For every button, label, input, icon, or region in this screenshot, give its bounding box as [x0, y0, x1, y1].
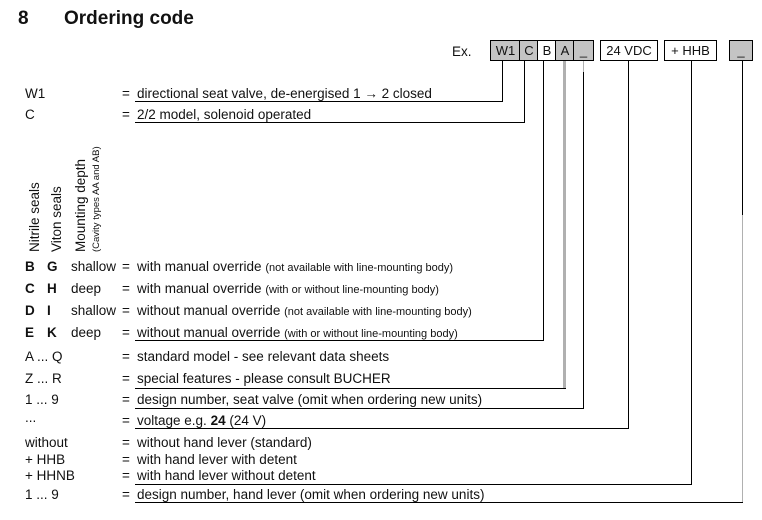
row-code-nitrile-c: C	[25, 281, 35, 296]
underline-row-w1	[135, 101, 503, 102]
connector-vline-hhb	[691, 61, 692, 484]
equals-sign: =	[122, 325, 130, 340]
connector-vline-blank1-stub	[583, 61, 584, 72]
code-box-voltage: 24 VDC	[600, 40, 658, 61]
connector-vline-blank2-top	[742, 61, 743, 215]
row-code-viton-k: K	[47, 325, 57, 340]
equals-sign: =	[122, 86, 130, 101]
code-box-b: B	[537, 40, 557, 61]
equals-sign: =	[122, 303, 130, 318]
row-desc-lever-detent: with hand lever with detent	[137, 452, 297, 467]
row-desc-standard-model: standard model - see relevant data sheet…	[137, 349, 390, 364]
underline-row-design-hand	[135, 502, 743, 503]
row-code-viton-h: H	[47, 281, 57, 296]
row-note: (not available with line-mounting body)	[284, 306, 472, 318]
column-header-mounting-depth: Mounting depth	[73, 158, 88, 252]
page-title: Ordering code	[64, 8, 194, 29]
row-code-nitrile-e: E	[25, 325, 35, 340]
equals-sign: =	[122, 392, 130, 407]
connector-vline-blank1	[583, 72, 584, 408]
row-code-without: without	[25, 435, 68, 450]
row-code-nitrile-d: D	[25, 303, 35, 318]
underline-row-c	[135, 122, 525, 123]
code-box-hhb: + HHB	[664, 40, 717, 61]
row-desc-lever-no-detent: with hand lever without detent	[137, 468, 316, 483]
row-code-19-seat: 1 ... 9	[25, 392, 59, 407]
equals-sign: =	[122, 413, 130, 428]
row-code-hhnb: + HHNB	[25, 468, 75, 483]
row-code-hhb: + HHB	[25, 452, 66, 467]
equals-sign: =	[122, 452, 130, 467]
connector-vline-voltage	[628, 61, 629, 428]
row-depth-shallow: shallow	[71, 259, 117, 274]
row-depth-shallow: shallow	[71, 303, 117, 318]
column-header-cavity-note: (Cavity types AA and AB)	[91, 146, 102, 252]
row-code-zr: Z ... R	[25, 371, 62, 386]
row-depth-deep: deep	[71, 325, 102, 340]
row-desc-override-ch: with manual override (with or without li…	[137, 281, 439, 296]
row-desc-voltage: voltage e.g. 24 (24 V)	[137, 413, 267, 428]
row-code-aq: A ... Q	[25, 349, 63, 364]
row-code-19-hand: 1 ... 9	[25, 487, 59, 502]
equals-sign: =	[122, 259, 130, 274]
equals-sign: =	[122, 281, 130, 296]
underline-row-design-seat	[135, 408, 584, 409]
connector-vline-a	[563, 61, 566, 388]
example-label: Ex.	[452, 44, 472, 59]
underline-row-voltage	[135, 428, 629, 429]
row-desc-override-ek: without manual override (with or without…	[137, 325, 458, 340]
row-code-nitrile-b: B	[25, 259, 35, 274]
code-box-c: C	[519, 40, 539, 61]
equals-sign: =	[122, 487, 130, 502]
row-code-voltage: ...	[25, 410, 37, 425]
row-code-viton-i: I	[47, 303, 51, 318]
underline-row-handlever	[135, 484, 692, 485]
row-note: (not available with line-mounting body)	[265, 262, 454, 274]
row-depth-deep: deep	[71, 281, 102, 296]
row-desc-without-lever: without hand lever (standard)	[137, 435, 312, 450]
underline-row-features	[135, 388, 566, 389]
row-desc-special-features: special features - please consult BUCHER	[137, 371, 391, 386]
connector-vline-w1	[502, 61, 503, 101]
underline-row-override	[135, 340, 544, 341]
row-code-c: C	[25, 107, 35, 122]
row-desc-override-di: without manual override (not available w…	[137, 303, 472, 318]
row-desc-c: 2/2 model, solenoid operated	[137, 107, 312, 122]
code-box-blank2: _	[729, 40, 753, 61]
connector-vline-blank2-bottom	[742, 215, 743, 502]
connector-vline-c	[524, 61, 525, 122]
row-desc-design-seat: design number, seat valve (omit when ord…	[137, 392, 483, 407]
row-desc-override-bg: with manual override (not available with…	[137, 259, 454, 274]
code-box-blank1: _	[573, 40, 594, 61]
row-note: (with or without line-mounting body)	[284, 328, 458, 340]
connector-vline-b	[543, 61, 544, 340]
section-number: 8	[18, 8, 29, 29]
row-code-w1: W1	[25, 86, 46, 101]
row-desc-design-hand: design number, hand lever (omit when ord…	[137, 487, 485, 502]
equals-sign: =	[122, 371, 130, 386]
equals-sign: =	[122, 349, 130, 364]
row-note: (with or without line-mounting body)	[265, 284, 439, 296]
column-header-viton-seals: Viton seals	[49, 186, 64, 252]
row-desc-w1: directional seat valve, de-energised 1 →…	[137, 86, 432, 101]
equals-sign: =	[122, 435, 130, 450]
equals-sign: =	[122, 107, 130, 122]
column-header-nitrile-seals: Nitrile seals	[27, 182, 42, 252]
code-box-w1: W1	[490, 40, 521, 61]
code-box-a: A	[555, 40, 575, 61]
row-code-viton-g: G	[47, 259, 58, 274]
equals-sign: =	[122, 468, 130, 483]
